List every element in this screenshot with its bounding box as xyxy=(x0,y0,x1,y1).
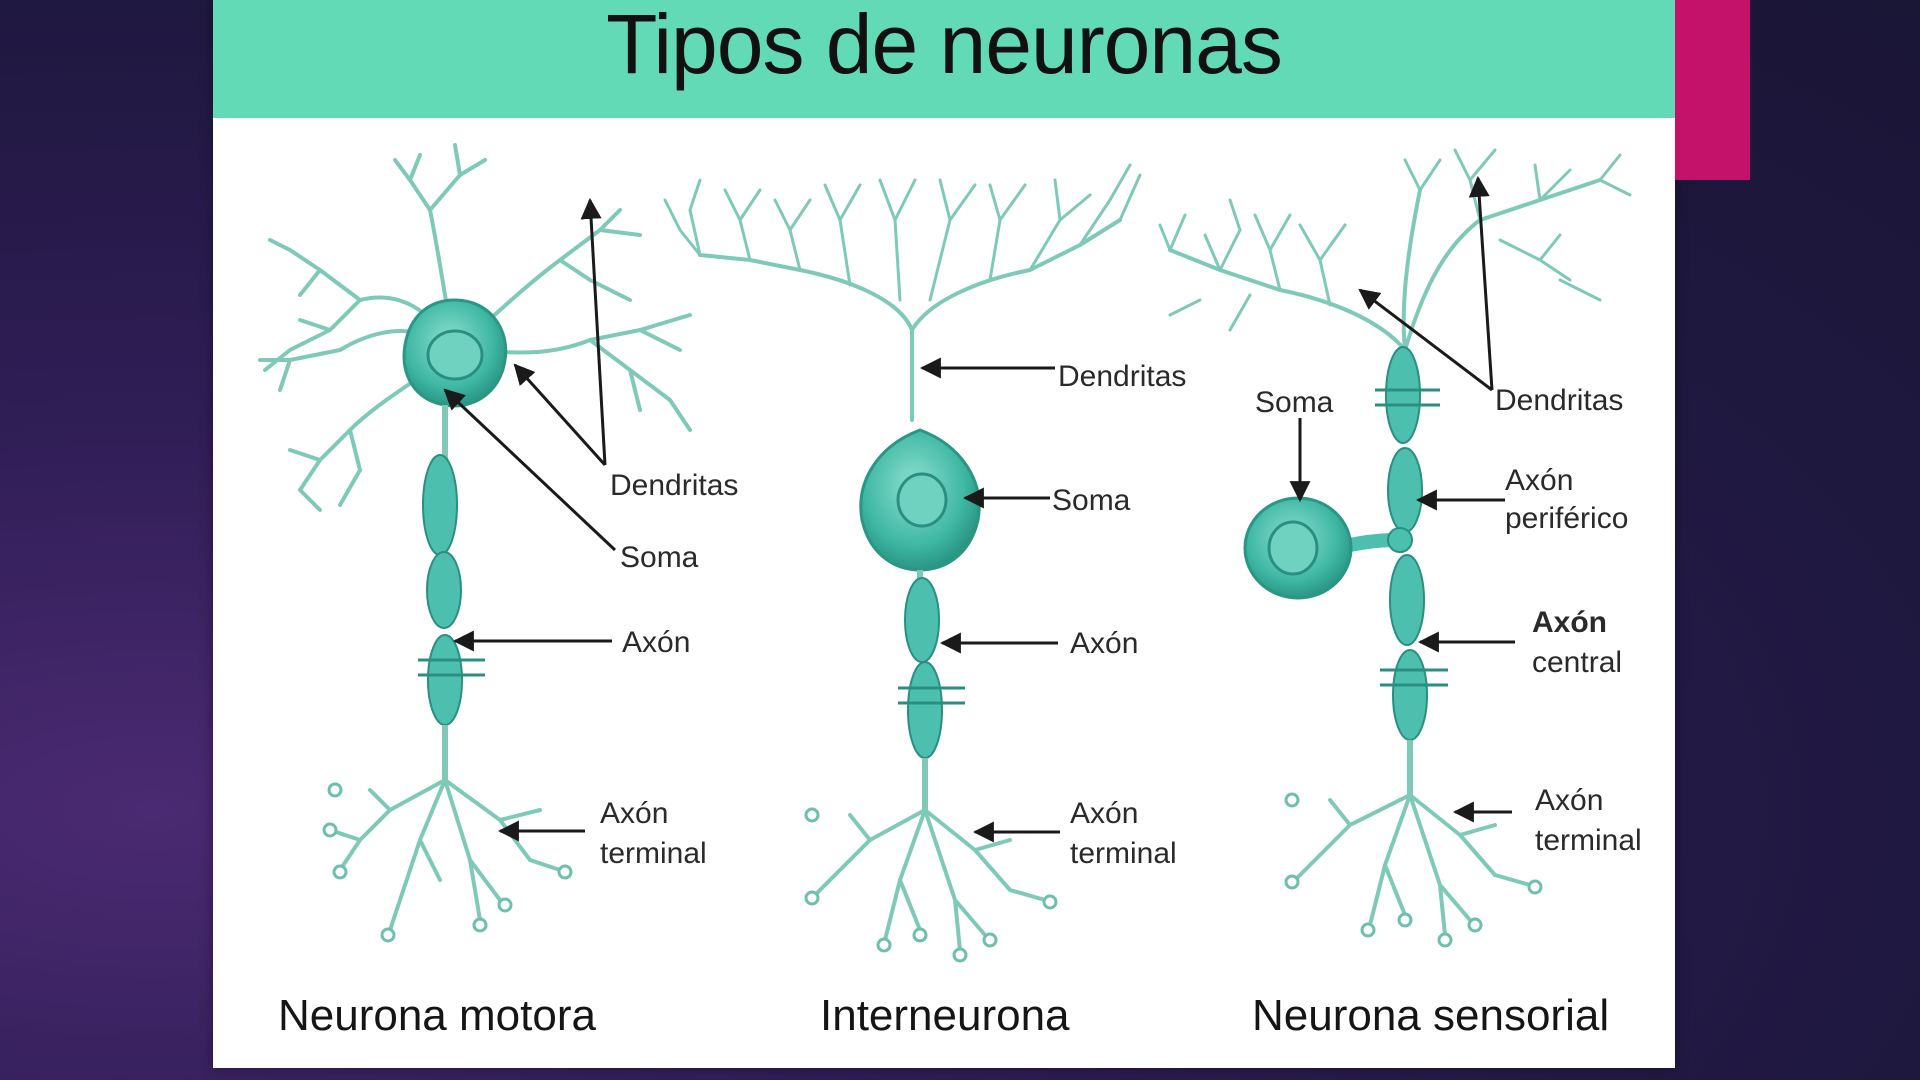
inter-label-axon: Axón xyxy=(1070,627,1138,660)
sensory-label-soma: Soma xyxy=(1255,386,1334,419)
motor-label-dendritas: Dendritas xyxy=(610,469,738,502)
sensory-dendrites xyxy=(1158,148,1632,352)
inter-axon-terminal xyxy=(804,807,1058,963)
motor-label-soma: Soma xyxy=(620,541,699,574)
slide-title: Tipos de neuronas xyxy=(606,0,1283,91)
inter-caption: Interneurona xyxy=(820,991,1070,1040)
sensory-label-peripheral-1: Axón xyxy=(1505,464,1573,497)
sensory-label-central-1: Axón xyxy=(1532,606,1607,639)
inter-label-terminal-2: terminal xyxy=(1070,837,1177,870)
inter-arrows xyxy=(919,357,1060,843)
inter-label-terminal-1: Axón xyxy=(1070,797,1138,830)
sensory-caption: Neurona sensorial xyxy=(1252,991,1609,1040)
sensory-label-dendritas: Dendritas xyxy=(1495,384,1623,417)
inter-soma xyxy=(859,428,981,572)
motor-soma xyxy=(402,298,508,408)
sensory-soma xyxy=(1243,496,1413,600)
title-bar: Tipos de neuronas xyxy=(213,0,1675,118)
motor-dendrites xyxy=(258,143,692,512)
sensory-axon-peripheral xyxy=(1375,346,1440,533)
motor-axon xyxy=(418,405,485,780)
inter-label-dendritas: Dendritas xyxy=(1058,360,1186,393)
motor-neuron: Dendritas Soma Axón Axón terminal Neuron… xyxy=(258,143,738,1040)
inter-axon xyxy=(898,570,965,810)
sensory-label-peripheral-2: periférico xyxy=(1505,502,1628,535)
sensory-neuron: Soma Dendritas Axón periférico Axón cent… xyxy=(1158,148,1642,1040)
motor-arrows xyxy=(443,197,617,842)
sensory-label-central-2: central xyxy=(1532,646,1622,679)
motor-label-terminal-1: Axón xyxy=(600,797,668,830)
motor-axon-terminal xyxy=(322,778,573,943)
motor-caption: Neurona motora xyxy=(278,991,596,1040)
motor-label-terminal-2: terminal xyxy=(600,837,707,870)
accent-tab xyxy=(1675,0,1750,180)
sensory-axon-terminal xyxy=(1284,792,1543,948)
sensory-label-terminal-2: terminal xyxy=(1535,824,1642,857)
sensory-arrows xyxy=(1289,175,1515,823)
inter-dendrites xyxy=(663,163,1142,422)
inter-label-soma: Soma xyxy=(1052,484,1131,517)
sensory-label-terminal-1: Axón xyxy=(1535,784,1603,817)
interneuron: Dendritas Soma Axón Axón terminal Intern… xyxy=(663,163,1186,1040)
motor-label-axon: Axón xyxy=(622,626,690,659)
sensory-axon-central xyxy=(1380,554,1448,795)
